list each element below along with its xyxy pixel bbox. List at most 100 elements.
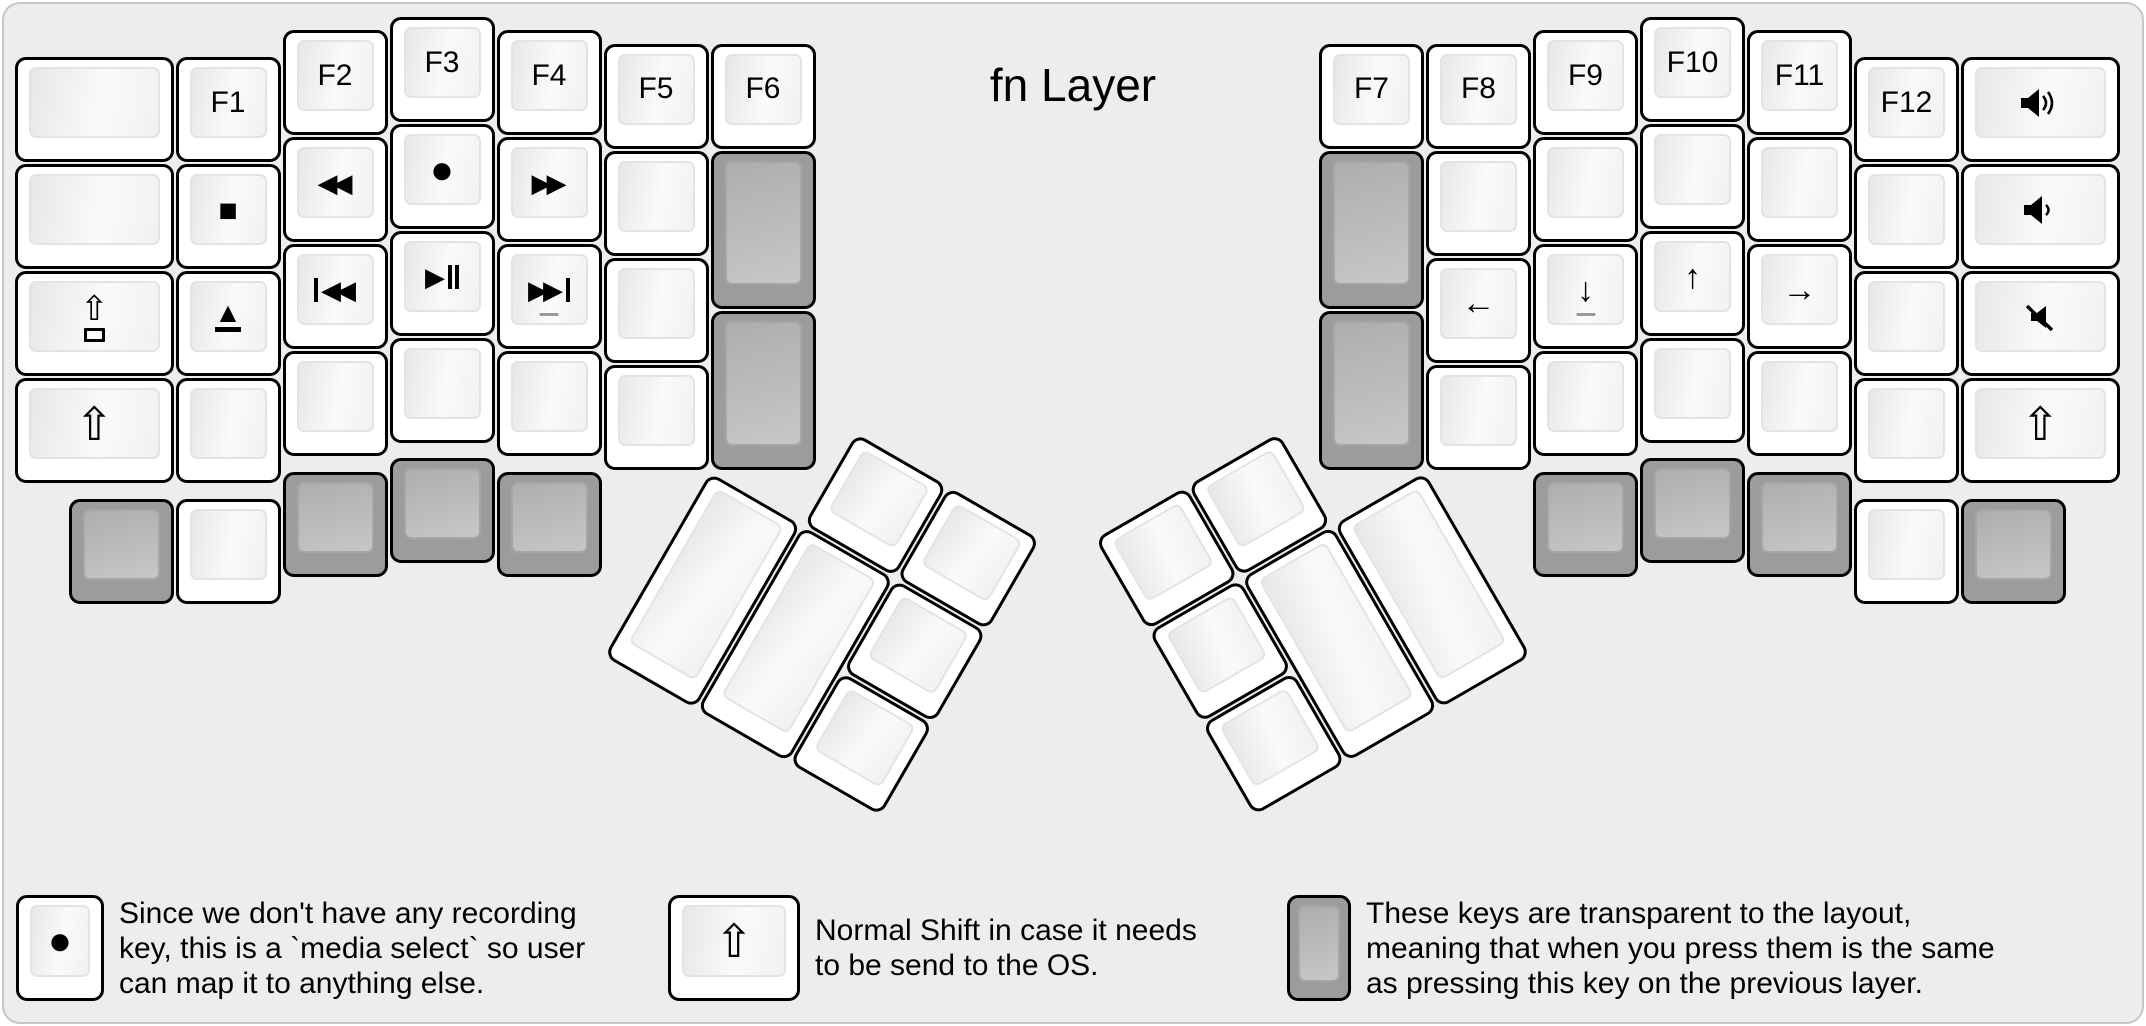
shift-icon: ⇧	[2020, 397, 2060, 450]
key-blank	[175, 498, 281, 604]
stop-icon: ■	[218, 191, 238, 228]
keytop	[1298, 905, 1340, 982]
keytop	[617, 374, 695, 446]
key-arrow-left: ←	[1426, 257, 1531, 363]
key-label: F1	[210, 85, 246, 119]
keytop	[1333, 321, 1410, 446]
legend-record-note: ● Since we don't have any recording key,…	[16, 895, 585, 1001]
key-label: F3	[424, 45, 460, 79]
legend-example-key: ⇧	[668, 895, 800, 1001]
key-f2: F2	[282, 30, 388, 136]
key-blank	[15, 164, 174, 270]
key-blank	[1854, 271, 1959, 377]
keytop: F8	[1440, 53, 1517, 125]
legend-transparent-text: These keys are transparent to the layout…	[1366, 896, 1995, 1000]
key-label: F12	[1880, 85, 1933, 119]
keytop	[1547, 481, 1624, 553]
keytop: F10	[1654, 27, 1731, 98]
keytop	[1440, 374, 1517, 446]
key-f5: F5	[603, 43, 709, 149]
key-f1: F1	[175, 57, 281, 163]
keytop	[29, 67, 160, 139]
key-arrow-up: ↑	[1640, 231, 1745, 336]
keytop	[1761, 481, 1838, 553]
key-transparent	[1319, 150, 1424, 310]
key-transparent	[1747, 471, 1852, 577]
key-blank	[1854, 164, 1959, 270]
key-blank	[1533, 351, 1638, 457]
right-arrow-icon: →	[1782, 270, 1817, 309]
keytop	[510, 361, 588, 433]
keytop: →	[1761, 254, 1838, 326]
key-f4: F4	[496, 30, 602, 136]
key-caps-lock: ⇧	[15, 271, 174, 377]
key-eject: ▲	[175, 271, 281, 377]
key-blank	[603, 257, 709, 363]
key-prev-track: ◀◀	[282, 244, 388, 350]
keytop	[510, 481, 588, 553]
volume-down-icon	[2024, 195, 2050, 224]
keytop	[189, 388, 267, 460]
keytop	[1975, 174, 2106, 246]
keytop: ▶	[403, 241, 481, 312]
key-f10: F10	[1640, 17, 1745, 122]
key-record: ●	[389, 124, 495, 229]
fast-forward-icon: ▶▶	[531, 167, 567, 198]
key-f6: F6	[710, 43, 816, 149]
keytop: ⇧	[29, 281, 160, 353]
key-volume-up	[1961, 57, 2120, 163]
key-label: F10	[1666, 45, 1719, 79]
key-blank	[282, 351, 388, 457]
legend-transparent-key-slot	[1287, 895, 1351, 1001]
keytop	[1868, 174, 1945, 246]
keytop: F7	[1333, 53, 1410, 125]
keytop: F3	[403, 27, 481, 98]
rewind-icon: ◀◀	[317, 167, 353, 198]
key-volume-down	[1961, 164, 2120, 270]
keytop	[1440, 160, 1517, 232]
legend-shift-text: Normal Shift in case it needs to be send…	[815, 914, 1197, 982]
keytop	[1761, 361, 1838, 433]
keytop: ◀◀	[296, 147, 374, 219]
keytop	[1868, 508, 1945, 580]
keytop	[1975, 281, 2106, 353]
keytop: F5	[617, 53, 695, 125]
keytop: F6	[724, 53, 802, 125]
key-arrow-right: →	[1747, 244, 1852, 350]
key-next-track: ▶▶	[496, 244, 602, 350]
key-shift: ⇧	[1961, 378, 2120, 484]
keytop	[617, 267, 695, 339]
key-blank	[496, 351, 602, 457]
keytop: ◀◀	[296, 254, 374, 326]
keytop	[82, 508, 160, 580]
eject-icon: ▲	[214, 298, 242, 332]
key-blank	[603, 364, 709, 470]
key-blank	[1747, 137, 1852, 243]
key-transparent	[68, 498, 174, 604]
key-label: F8	[1460, 72, 1496, 106]
play-pause-icon: ▶	[425, 264, 459, 290]
keytop: ▲	[189, 281, 267, 353]
keytop	[1547, 147, 1624, 219]
legend-record-text: Since we don't have any recording key, t…	[119, 896, 586, 1000]
key-transparent	[282, 471, 388, 577]
key-label: F7	[1353, 72, 1389, 106]
next-track-icon: ▶▶	[528, 277, 570, 303]
keytop: ●	[30, 905, 90, 977]
key-transparent	[1961, 498, 2066, 604]
keytop	[29, 174, 160, 246]
legend-shift-note: ⇧ Normal Shift in case it needs to be se…	[668, 895, 1197, 1001]
keytop: ⇧	[29, 388, 160, 460]
key-transparent	[1319, 311, 1424, 470]
key-f11: F11	[1747, 30, 1852, 136]
keytop: F4	[510, 40, 588, 112]
keytop	[1975, 67, 2106, 139]
up-arrow-icon: ↑	[1684, 257, 1701, 296]
keytop	[1654, 468, 1731, 540]
record-icon: ●	[47, 919, 73, 963]
keytop	[1333, 160, 1410, 286]
keytop: F11	[1761, 40, 1838, 112]
keytop	[617, 160, 695, 232]
keytop: F12	[1868, 67, 1945, 139]
